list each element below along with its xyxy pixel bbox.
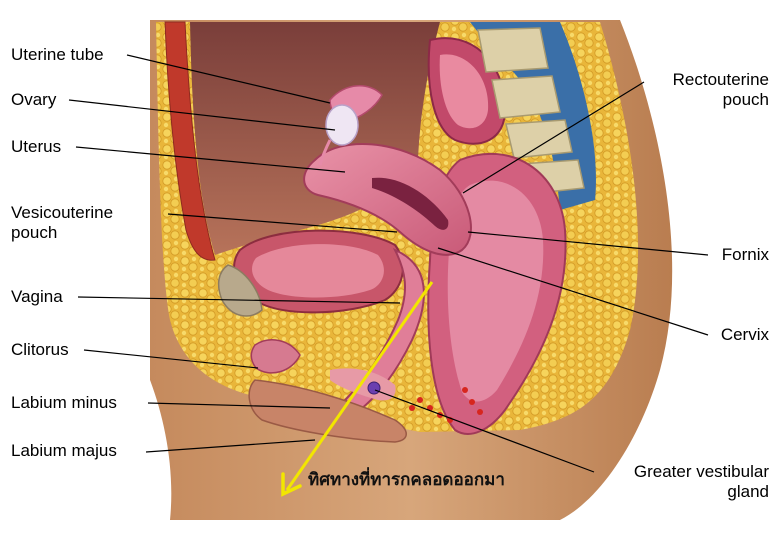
labia-region bbox=[248, 379, 407, 443]
label-uterus: Uterus bbox=[11, 137, 62, 156]
vestibule bbox=[330, 368, 396, 401]
rectum-lumen bbox=[439, 54, 489, 129]
vertebrae bbox=[477, 27, 585, 195]
birth-direction-arrow bbox=[281, 281, 434, 497]
label-uterine-tube: Uterine tube bbox=[11, 45, 104, 64]
bladder-lumen bbox=[252, 244, 384, 298]
label-cervix: Cervix bbox=[720, 325, 769, 344]
leader-fornix bbox=[467, 231, 709, 256]
greater-vestibular-gland bbox=[367, 381, 381, 395]
leader-greater-vestibular-gland bbox=[374, 389, 595, 473]
leader-labium-majus bbox=[145, 439, 316, 453]
leader-uterus bbox=[75, 146, 346, 173]
abdominal-muscle bbox=[164, 21, 216, 261]
leader-labium-minus bbox=[147, 402, 331, 409]
leader-rectouterine-pouch bbox=[462, 81, 645, 194]
label-vagina: Vagina bbox=[11, 287, 63, 306]
uterine-cavity bbox=[372, 177, 449, 230]
label-greater-vestibular-gland: Greater vestibular gland bbox=[633, 462, 769, 501]
label-labium-minus: Labium minus bbox=[11, 393, 117, 412]
ovary bbox=[325, 104, 359, 146]
label-fornix: Fornix bbox=[721, 245, 769, 264]
label-clitorus: Clitorus bbox=[11, 340, 69, 359]
leader-uterine-tube bbox=[126, 54, 331, 104]
uterus-body bbox=[303, 143, 472, 256]
leader-ovary bbox=[68, 99, 336, 131]
label-rectouterine-pouch: Rectouterine pouch bbox=[672, 70, 769, 109]
leader-lines bbox=[68, 54, 709, 473]
birth-direction-caption: ทิศทางที่ทารกคลอดออกมา bbox=[308, 470, 505, 490]
leader-clitorus bbox=[83, 349, 259, 369]
rectum-inner bbox=[447, 180, 544, 402]
clitoris-region bbox=[250, 339, 301, 374]
label-labium-majus: Labium majus bbox=[11, 441, 117, 460]
label-vesicouterine-pouch: Vesicouterine pouch bbox=[11, 203, 114, 242]
leader-cervix bbox=[437, 247, 709, 336]
pubic-bone bbox=[217, 264, 263, 317]
leader-vagina bbox=[77, 296, 401, 304]
label-ovary: Ovary bbox=[11, 90, 57, 109]
ligament bbox=[318, 139, 332, 166]
leader-vesicouterine-pouch bbox=[167, 213, 398, 233]
